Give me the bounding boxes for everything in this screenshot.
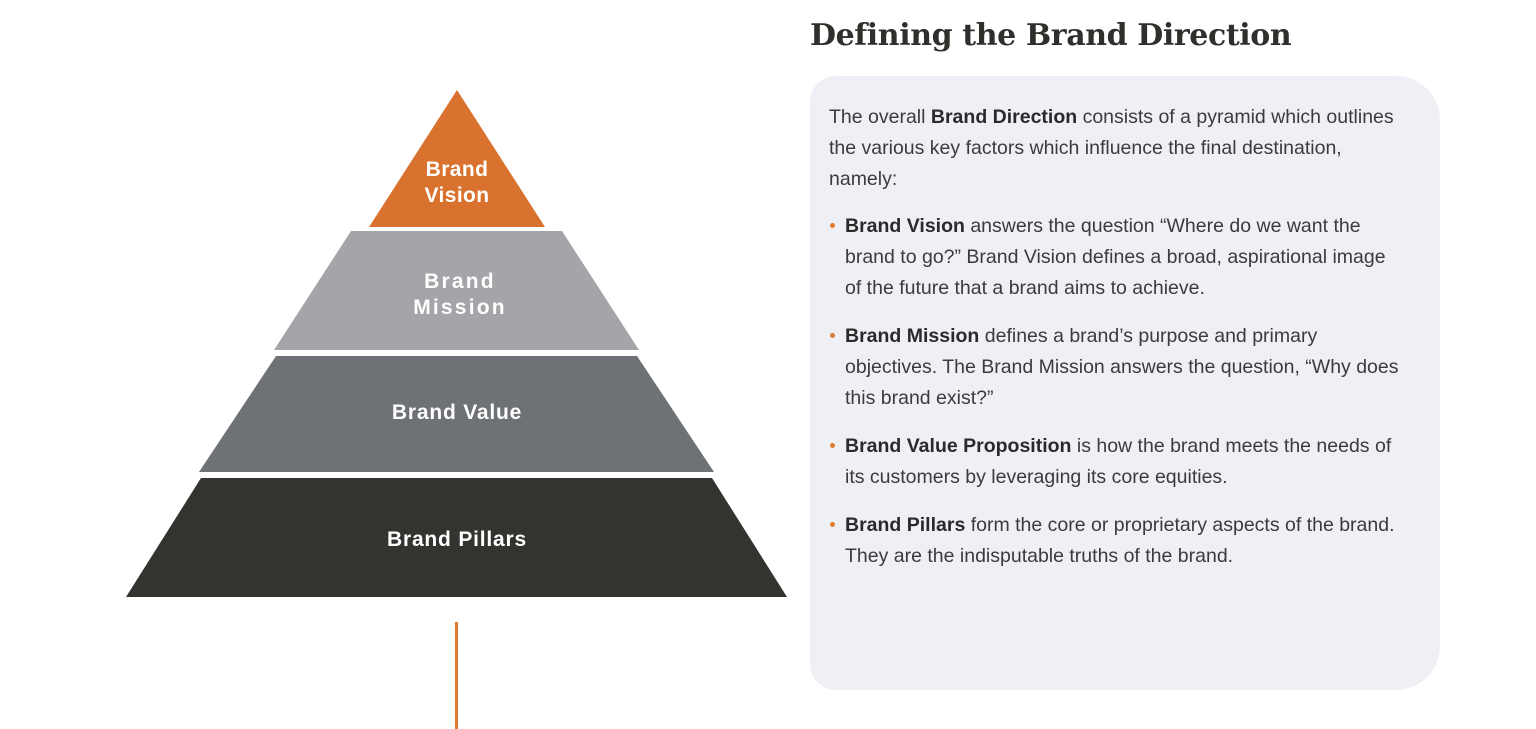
pyramid-label-brand-pillars: Brand Pillars	[387, 528, 527, 551]
intro-text-before: The overall	[829, 106, 931, 128]
pyramid-tier-brand-value[interactable]	[199, 356, 714, 472]
pyramid-diagram: Brand Vision Brand Mission Brand Value B…	[126, 90, 787, 729]
pyramid-label-brand-value: Brand Value	[392, 401, 522, 424]
pyramid-tier-brand-vision[interactable]	[369, 90, 545, 227]
info-card: The overall Brand Direction consists of …	[810, 76, 1440, 690]
bullet-list: Brand Vision answers the question “Where…	[829, 211, 1406, 572]
bullet-term: Brand Value Proposition	[845, 435, 1072, 457]
list-item: Brand Pillars form the core or proprieta…	[829, 510, 1406, 572]
bullet-dot-icon	[830, 522, 835, 527]
intro-bold-term: Brand Direction	[930, 106, 1078, 128]
bullet-term: Brand Mission	[845, 325, 980, 347]
bullet-dot-icon	[830, 333, 835, 338]
pyramid-tier-brand-pillars[interactable]	[126, 478, 787, 597]
bullet-text: answers the question “Where do we want t…	[845, 215, 1386, 299]
pyramid-label-brand-vision-line1: Brand	[426, 158, 489, 181]
page-title: Defining the Brand Direction	[810, 18, 1292, 53]
pyramid-label-brand-vision-line2: Vision	[424, 184, 489, 207]
intro-paragraph: The overall Brand Direction consists of …	[829, 102, 1406, 195]
bullet-term: Brand Vision	[845, 215, 965, 237]
pyramid-label-brand-mission-line1: Brand	[424, 270, 496, 293]
bullet-dot-icon	[830, 223, 835, 228]
list-item: Brand Vision answers the question “Where…	[829, 211, 1406, 304]
list-item: Brand Value Proposition is how the brand…	[829, 431, 1406, 493]
bullet-dot-icon	[830, 443, 835, 448]
pyramid-svg: Brand Vision Brand Mission Brand Value B…	[126, 90, 787, 597]
list-item: Brand Mission defines a brand’s purpose …	[829, 321, 1406, 414]
bullet-text: form the core or proprietary aspects of …	[845, 514, 1395, 567]
bullet-text: defines a brand’s purpose and primary ob…	[845, 325, 1399, 409]
bullet-text: is how the brand meets the needs of its …	[845, 435, 1392, 488]
info-panel: Defining the Brand Direction The overall…	[810, 0, 1470, 729]
pyramid-tier-brand-mission[interactable]	[274, 231, 639, 350]
pyramid-label-brand-mission-line2: Mission	[413, 296, 507, 319]
pyramid-stem-line	[455, 622, 458, 729]
intro-text-after: consists of a pyramid which outlines the…	[829, 106, 1394, 190]
bullet-term: Brand Pillars	[845, 514, 966, 536]
